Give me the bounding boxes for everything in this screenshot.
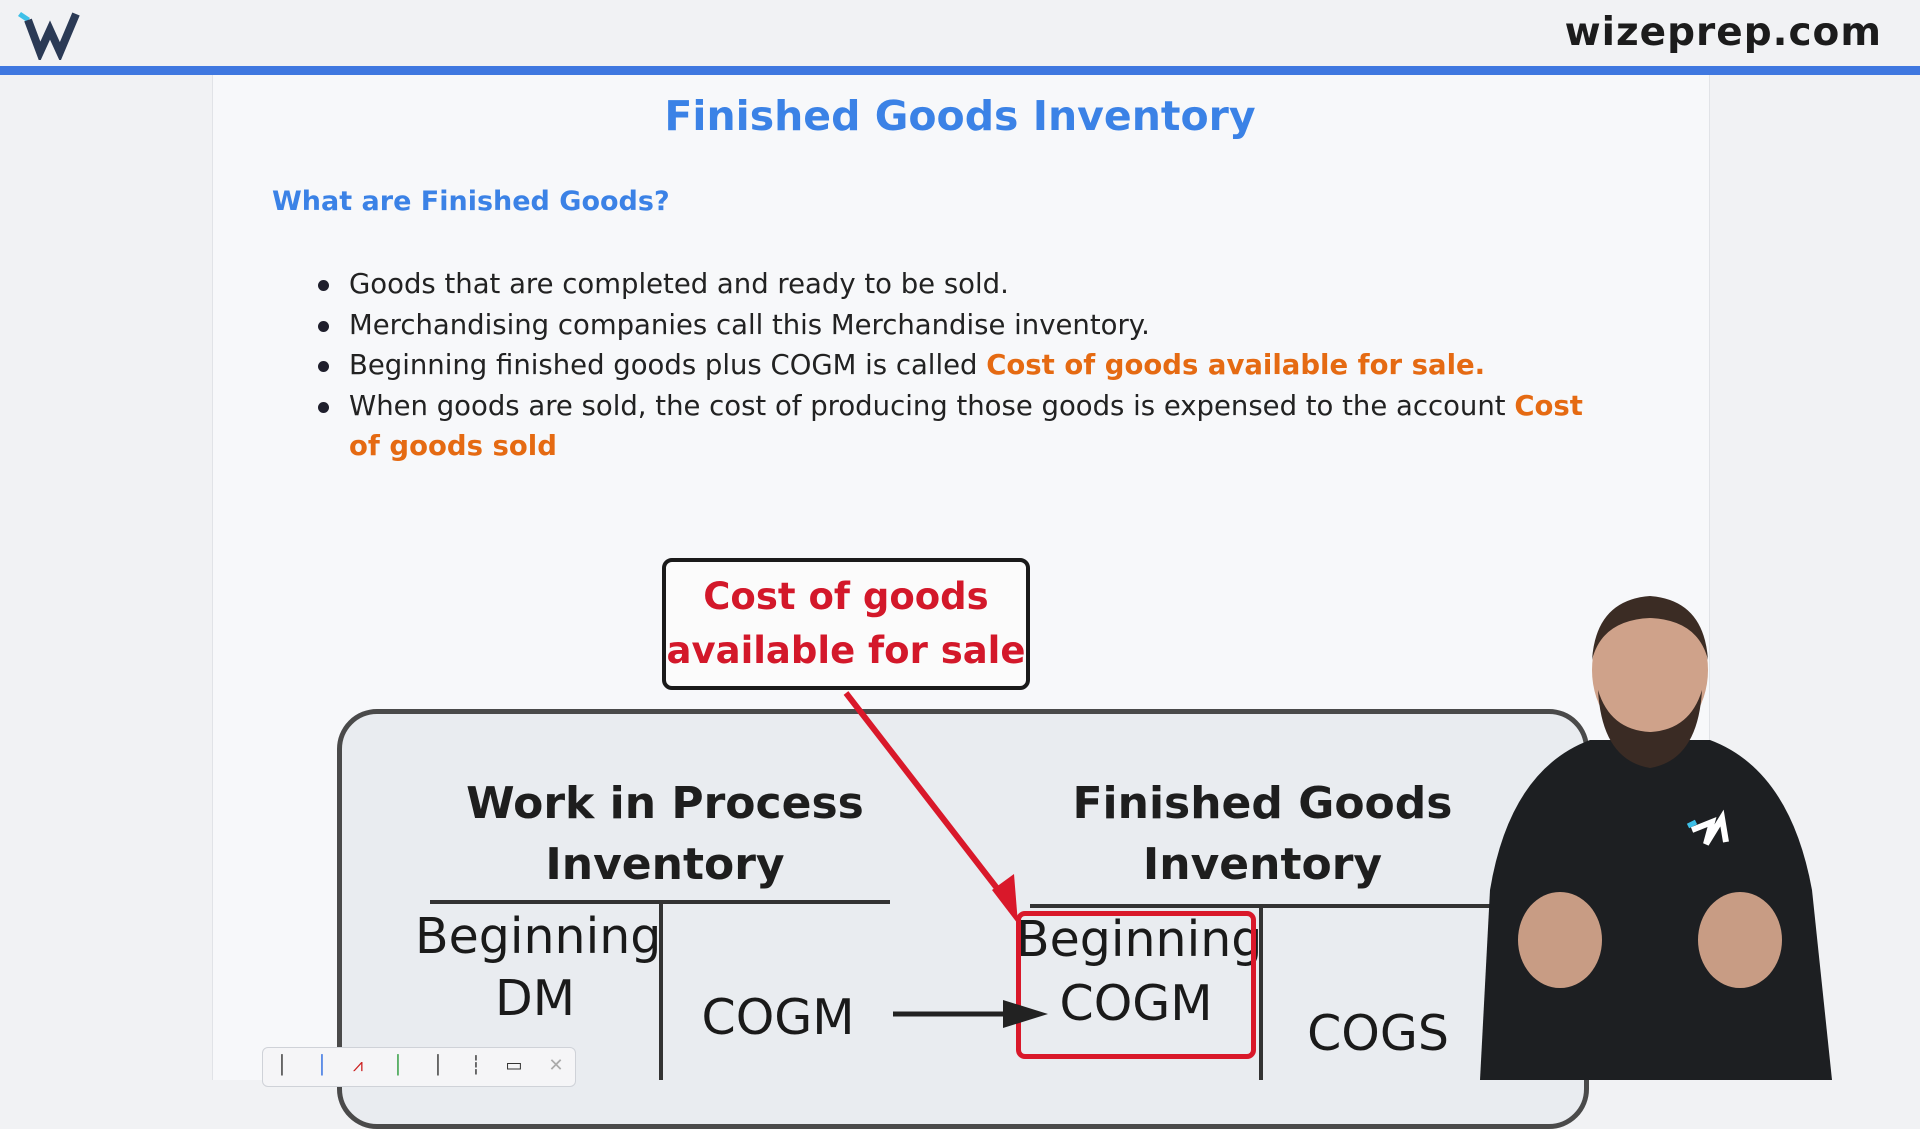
presenter-video	[1480, 596, 1832, 1080]
bullet-list: Goods that are completed and ready to be…	[318, 264, 1618, 467]
bullet-item: Merchandising companies call this Mercha…	[318, 305, 1618, 346]
fg-credit-cell: COGS	[1307, 1005, 1449, 1062]
black-pen-icon[interactable]: │	[432, 1055, 444, 1076]
dashed-line-icon[interactable]: ┆	[470, 1055, 482, 1076]
fg-debit-line: Beginning	[1016, 911, 1263, 968]
pen-icon[interactable]: ⩘	[352, 1055, 364, 1076]
fg-highlight-box	[1016, 911, 1256, 1059]
fg-title-line: Finished Goods	[1072, 778, 1453, 829]
callout-box: Cost of goods available for sale	[662, 558, 1030, 690]
green-pen-icon[interactable]: │	[392, 1055, 404, 1076]
bullet-dot-icon	[318, 401, 329, 413]
fg-debit-line: COGM	[1059, 975, 1213, 1032]
header-accent-bar	[0, 66, 1920, 75]
bullet-item: Goods that are completed and ready to be…	[318, 264, 1618, 305]
bullet-text: Goods that are completed and ready to be…	[349, 268, 1009, 300]
annotation-toolbar: │ │ ⩘ │ │ ┆ ▭ ✕	[262, 1047, 576, 1087]
eraser-icon[interactable]: ▭	[505, 1055, 523, 1076]
bullet-highlight: Cost of goods sold	[349, 389, 1583, 463]
bullet-highlight: Cost of goods available for sale.	[986, 349, 1486, 381]
wip-debit-cell: Beginning DM	[415, 906, 662, 1030]
callout-line: available for sale	[666, 629, 1026, 672]
site-name[interactable]: wizeprep.com	[1564, 10, 1882, 55]
fg-account-title: Finished Goods Inventory	[1020, 773, 1505, 895]
bullet-dot-icon	[318, 320, 329, 332]
slide-title: Finished Goods Inventory	[664, 92, 1256, 140]
wip-account-title: Work in Process Inventory	[420, 773, 910, 895]
grip-icon[interactable]: │	[276, 1055, 288, 1076]
app-header: wizeprep.com	[0, 0, 1920, 66]
blue-pen-icon[interactable]: │	[316, 1055, 328, 1076]
close-icon[interactable]: ✕	[548, 1055, 564, 1076]
wip-title-line: Inventory	[545, 839, 785, 890]
fg-title-line: Inventory	[1142, 839, 1383, 890]
bullet-text: Beginning finished goods plus COGM is ca…	[349, 349, 987, 381]
wip-debit-line: Beginning	[415, 908, 662, 965]
fg-debit-cell: Beginning COGM	[1016, 909, 1263, 1035]
bullet-item: When goods are sold, the cost of produci…	[318, 386, 1618, 467]
bullet-text: When goods are sold, the cost of produci…	[349, 389, 1515, 422]
bullet-text: Merchandising companies call this Mercha…	[349, 308, 1150, 341]
section-heading: What are Finished Goods?	[272, 186, 670, 217]
wip-credit-cell: COGM	[701, 989, 855, 1046]
bullet-item: Beginning finished goods plus COGM is ca…	[318, 345, 1618, 386]
bullet-dot-icon	[318, 361, 329, 372]
wip-title-line: Work in Process	[466, 778, 864, 829]
wip-debit-line: DM	[494, 970, 575, 1027]
bullet-dot-icon	[318, 280, 329, 291]
callout-line: Cost of goods	[703, 575, 989, 618]
wizeprep-logo-icon[interactable]	[14, 8, 86, 60]
